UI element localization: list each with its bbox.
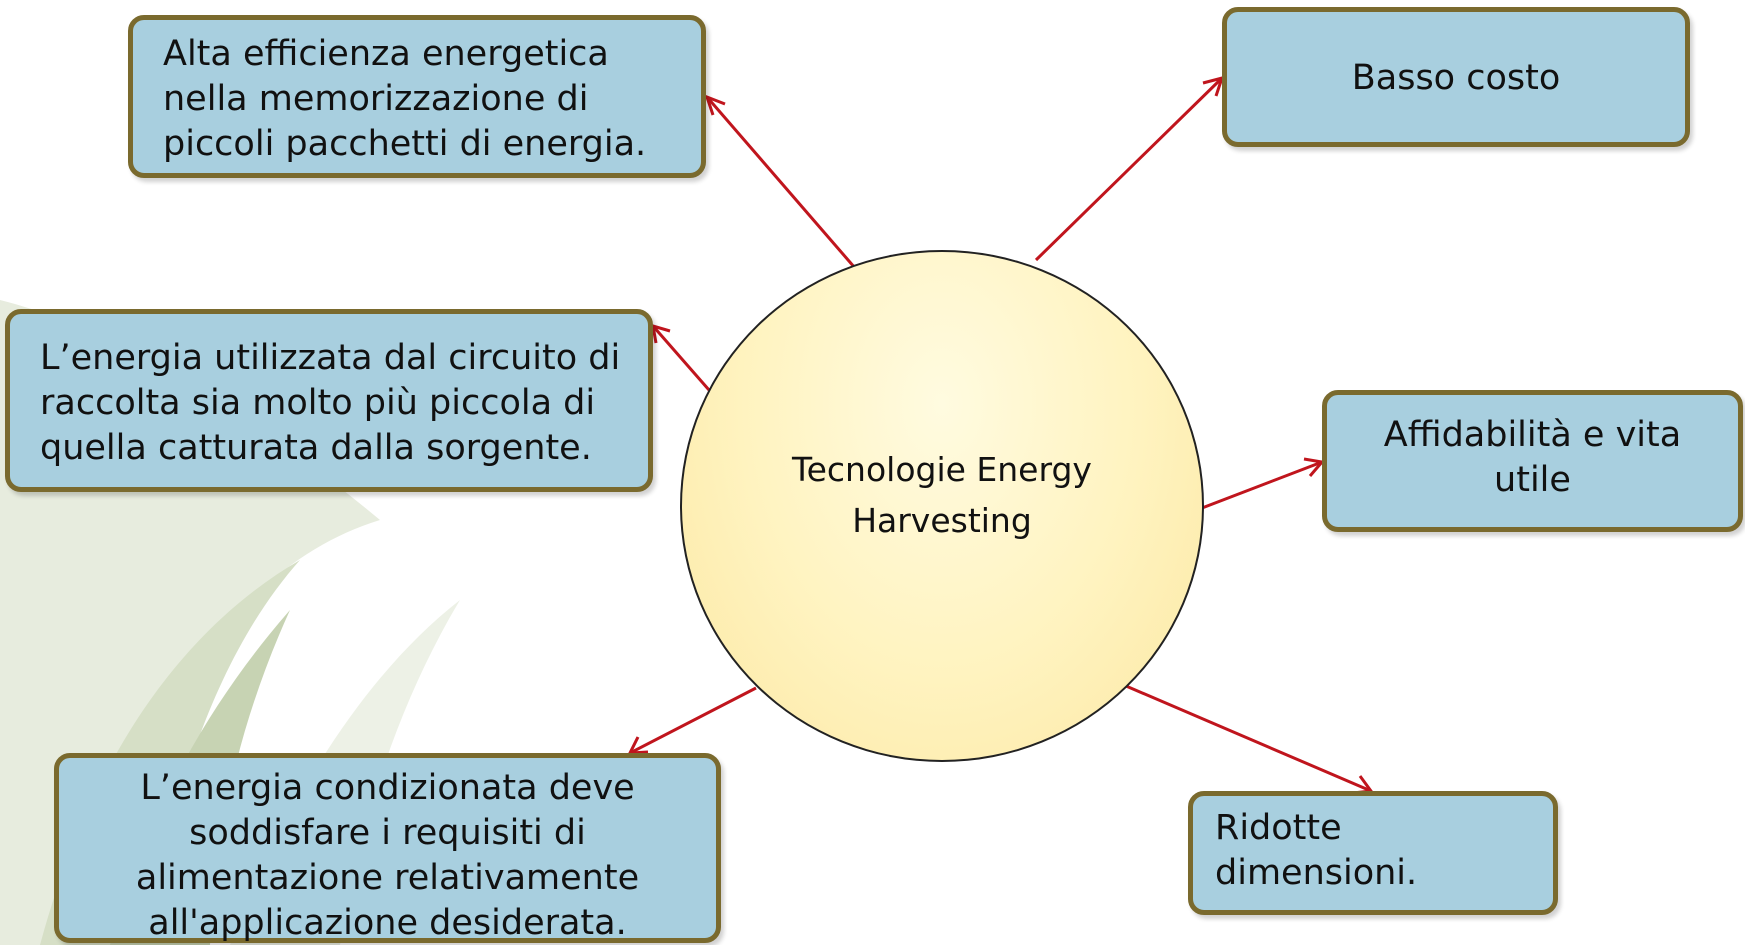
node-low-cost: Basso costo	[1222, 7, 1690, 147]
node-reduced-size: Ridotte dimensioni.	[1188, 791, 1558, 915]
arrow-to-low-cost	[1034, 75, 1225, 262]
arrow-to-size	[1125, 684, 1374, 795]
center-concept-label: Tecnologie Energy Harvesting	[792, 450, 1092, 540]
node-reliability: Affidabilità e vita utile	[1322, 390, 1743, 532]
node-conditioned-energy: L’energia condizionata deve soddisfare i…	[54, 753, 721, 943]
node-energy-used-text: L’energia utilizzata dal circuito di rac…	[40, 338, 621, 468]
node-low-cost-text: Basso costo	[1351, 58, 1561, 98]
center-concept-circle: Tecnologie Energy Harvesting	[680, 250, 1204, 762]
arrow-to-energy-used	[651, 323, 711, 391]
node-energy-used: L’energia utilizzata dal circuito di rac…	[5, 309, 653, 492]
node-reliability-text: Affidabilità e vita utile	[1383, 415, 1682, 500]
node-high-efficiency: Alta efficienza energetica nella memoriz…	[128, 15, 706, 178]
node-high-efficiency-text: Alta efficienza energetica nella memoriz…	[163, 34, 647, 164]
arrow-to-efficiency	[704, 94, 857, 269]
arrow-to-reliability	[1201, 457, 1325, 510]
arrow-to-conditioned	[627, 686, 757, 755]
node-conditioned-energy-text: L’energia condizionata deve soddisfare i…	[135, 768, 640, 943]
node-reduced-size-text: Ridotte dimensioni.	[1215, 808, 1418, 893]
